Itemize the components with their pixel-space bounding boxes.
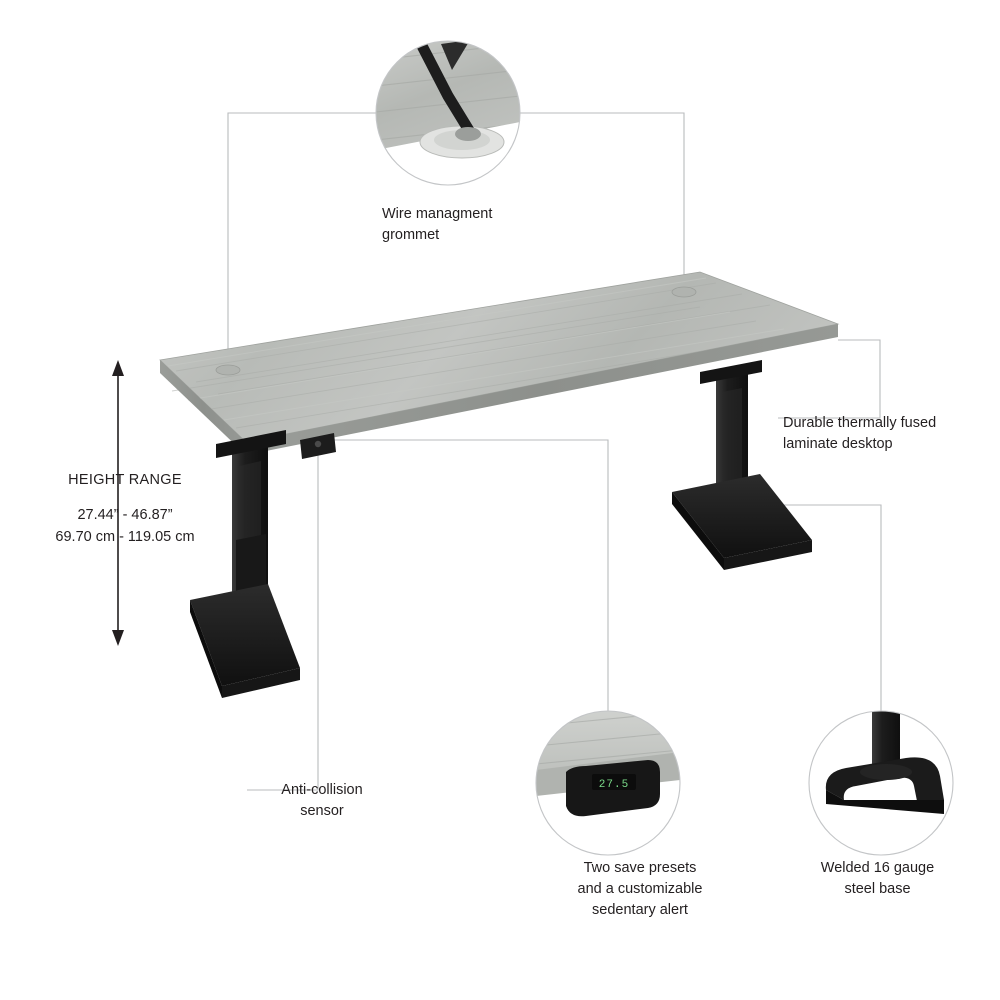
desktop-left-edge — [160, 360, 246, 455]
grommet-left — [215, 364, 241, 376]
callout-bubble-presets: 27.5 — [535, 710, 681, 856]
callout-label-durable-laminate: Durable thermally fused laminate desktop — [783, 415, 937, 453]
wood-grain-light — [167, 277, 785, 421]
callout-bubble-wire-grommet — [375, 40, 521, 186]
height-range-arrow — [112, 360, 124, 646]
height-range-title: HEIGHT RANGE — [68, 472, 182, 488]
controller-display-value: 27.5 — [599, 779, 629, 791]
leader-lines — [227, 112, 882, 791]
desktop-front-edge — [246, 324, 838, 455]
height-range-block: HEIGHT RANGE 27.44” - 46.87” 69.70 cm - … — [30, 470, 220, 549]
height-range-metric: 69.70 cm - 119.05 cm — [55, 528, 195, 545]
grommet-right — [671, 286, 697, 298]
wood-grain — [171, 282, 801, 429]
callout-label-welded-base: Welded 16 gauge steel base — [820, 860, 935, 898]
leg-right — [672, 360, 812, 570]
desk-illustration — [159, 271, 840, 698]
leg-left — [190, 430, 300, 698]
callout-bubble-welded-base — [808, 710, 954, 856]
callout-label-wire-grommet: Wire managment grommet — [382, 206, 493, 244]
callout-label-presets: Two save presets and a customizable sede… — [577, 860, 703, 919]
callout-label-anti-collision: Anti-collision sensor — [281, 782, 363, 820]
height-range-values: 27.44” - 46.87” 69.70 cm - 119.05 cm — [30, 505, 220, 549]
height-range-inches: 27.44” - 46.87” — [77, 507, 173, 524]
